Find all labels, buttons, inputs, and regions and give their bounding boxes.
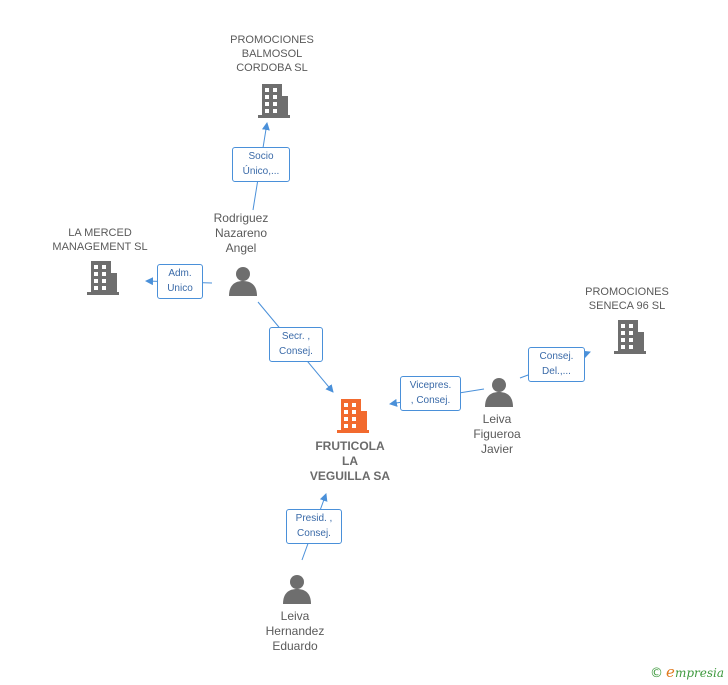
relation-presid-consej[interactable]: Presid. , Consej. [286,509,342,544]
relation-socio-unico[interactable]: Socio Único,... [232,147,290,182]
label-line: FRUTICOLA [315,439,385,453]
relation-line: Secr. , [281,331,311,342]
node-label-la-merced[interactable]: LA MERCED MANAGEMENT SL [40,226,160,254]
label-line: Hernandez [265,624,325,638]
node-label-promociones-seneca[interactable]: PROMOCIONES SENECA 96 SL [567,285,687,313]
node-label-promociones-balmosol[interactable]: PROMOCIONES BALMOSOL CORDOBA SL [212,33,332,75]
label-line: MANAGEMENT SL [52,241,148,253]
building-icon[interactable] [614,320,646,354]
building-icon[interactable] [87,261,119,295]
relation-line: Consej. [297,528,331,539]
node-label-fruticola[interactable]: FRUTICOLA LA VEGUILLA SA [290,439,410,484]
brand-initial: e [666,663,675,681]
relation-line: Unico [167,283,193,294]
label-line: PROMOCIONES [585,286,669,298]
relation-adm-unico[interactable]: Adm. Unico [157,264,203,299]
label-line: Rodriguez [213,211,269,225]
node-label-leiva-javier[interactable]: Leiva Figueroa Javier [437,412,557,457]
label-line: PROMOCIONES [230,34,314,46]
label-line: SENECA 96 SL [588,300,666,312]
copyright-icon: © [650,666,664,681]
relation-line: Vicepres. [409,380,452,391]
relation-consej-del[interactable]: Consej. Del.,... [528,347,585,382]
label-line: LA MERCED [68,227,132,239]
building-icon[interactable] [258,84,290,118]
node-label-rodriguez[interactable]: Rodriguez Nazareno Angel [181,211,301,256]
label-line: Javier [480,442,513,456]
label-line: BALMOSOL [241,48,303,60]
label-line: Eduardo [272,639,318,653]
label-line: Leiva [482,412,512,426]
relation-secr-consej[interactable]: Secr. , Consej. [269,327,323,362]
relation-line: Presid. , [295,513,333,524]
label-line: Nazareno [214,226,268,240]
label-line: CORDOBA SL [236,62,308,74]
relation-line: , Consej. [410,395,451,406]
relation-line: Consej. [279,346,313,357]
relation-line: Consej. [539,351,574,362]
label-line: Angel [225,241,257,255]
label-line: Figueroa [473,427,521,441]
brand-footer[interactable]: ©empresia [650,663,724,681]
relation-line: Único,... [242,166,280,177]
relation-vicepres-consej[interactable]: Vicepres. , Consej. [400,376,461,411]
label-line: LA [342,454,358,468]
label-line: Leiva [280,609,310,623]
relation-line: Del.,... [542,366,571,377]
person-icon[interactable] [283,575,311,604]
relation-line: Socio [248,151,274,162]
node-label-leiva-eduardo[interactable]: Leiva Hernandez Eduardo [235,609,355,654]
person-icon[interactable] [229,267,257,296]
main-building-icon[interactable] [337,399,369,433]
label-line: VEGUILLA SA [309,469,391,483]
person-icon[interactable] [485,378,513,407]
brand-name: mpresia [674,666,724,680]
relation-line: Adm. [168,268,192,279]
